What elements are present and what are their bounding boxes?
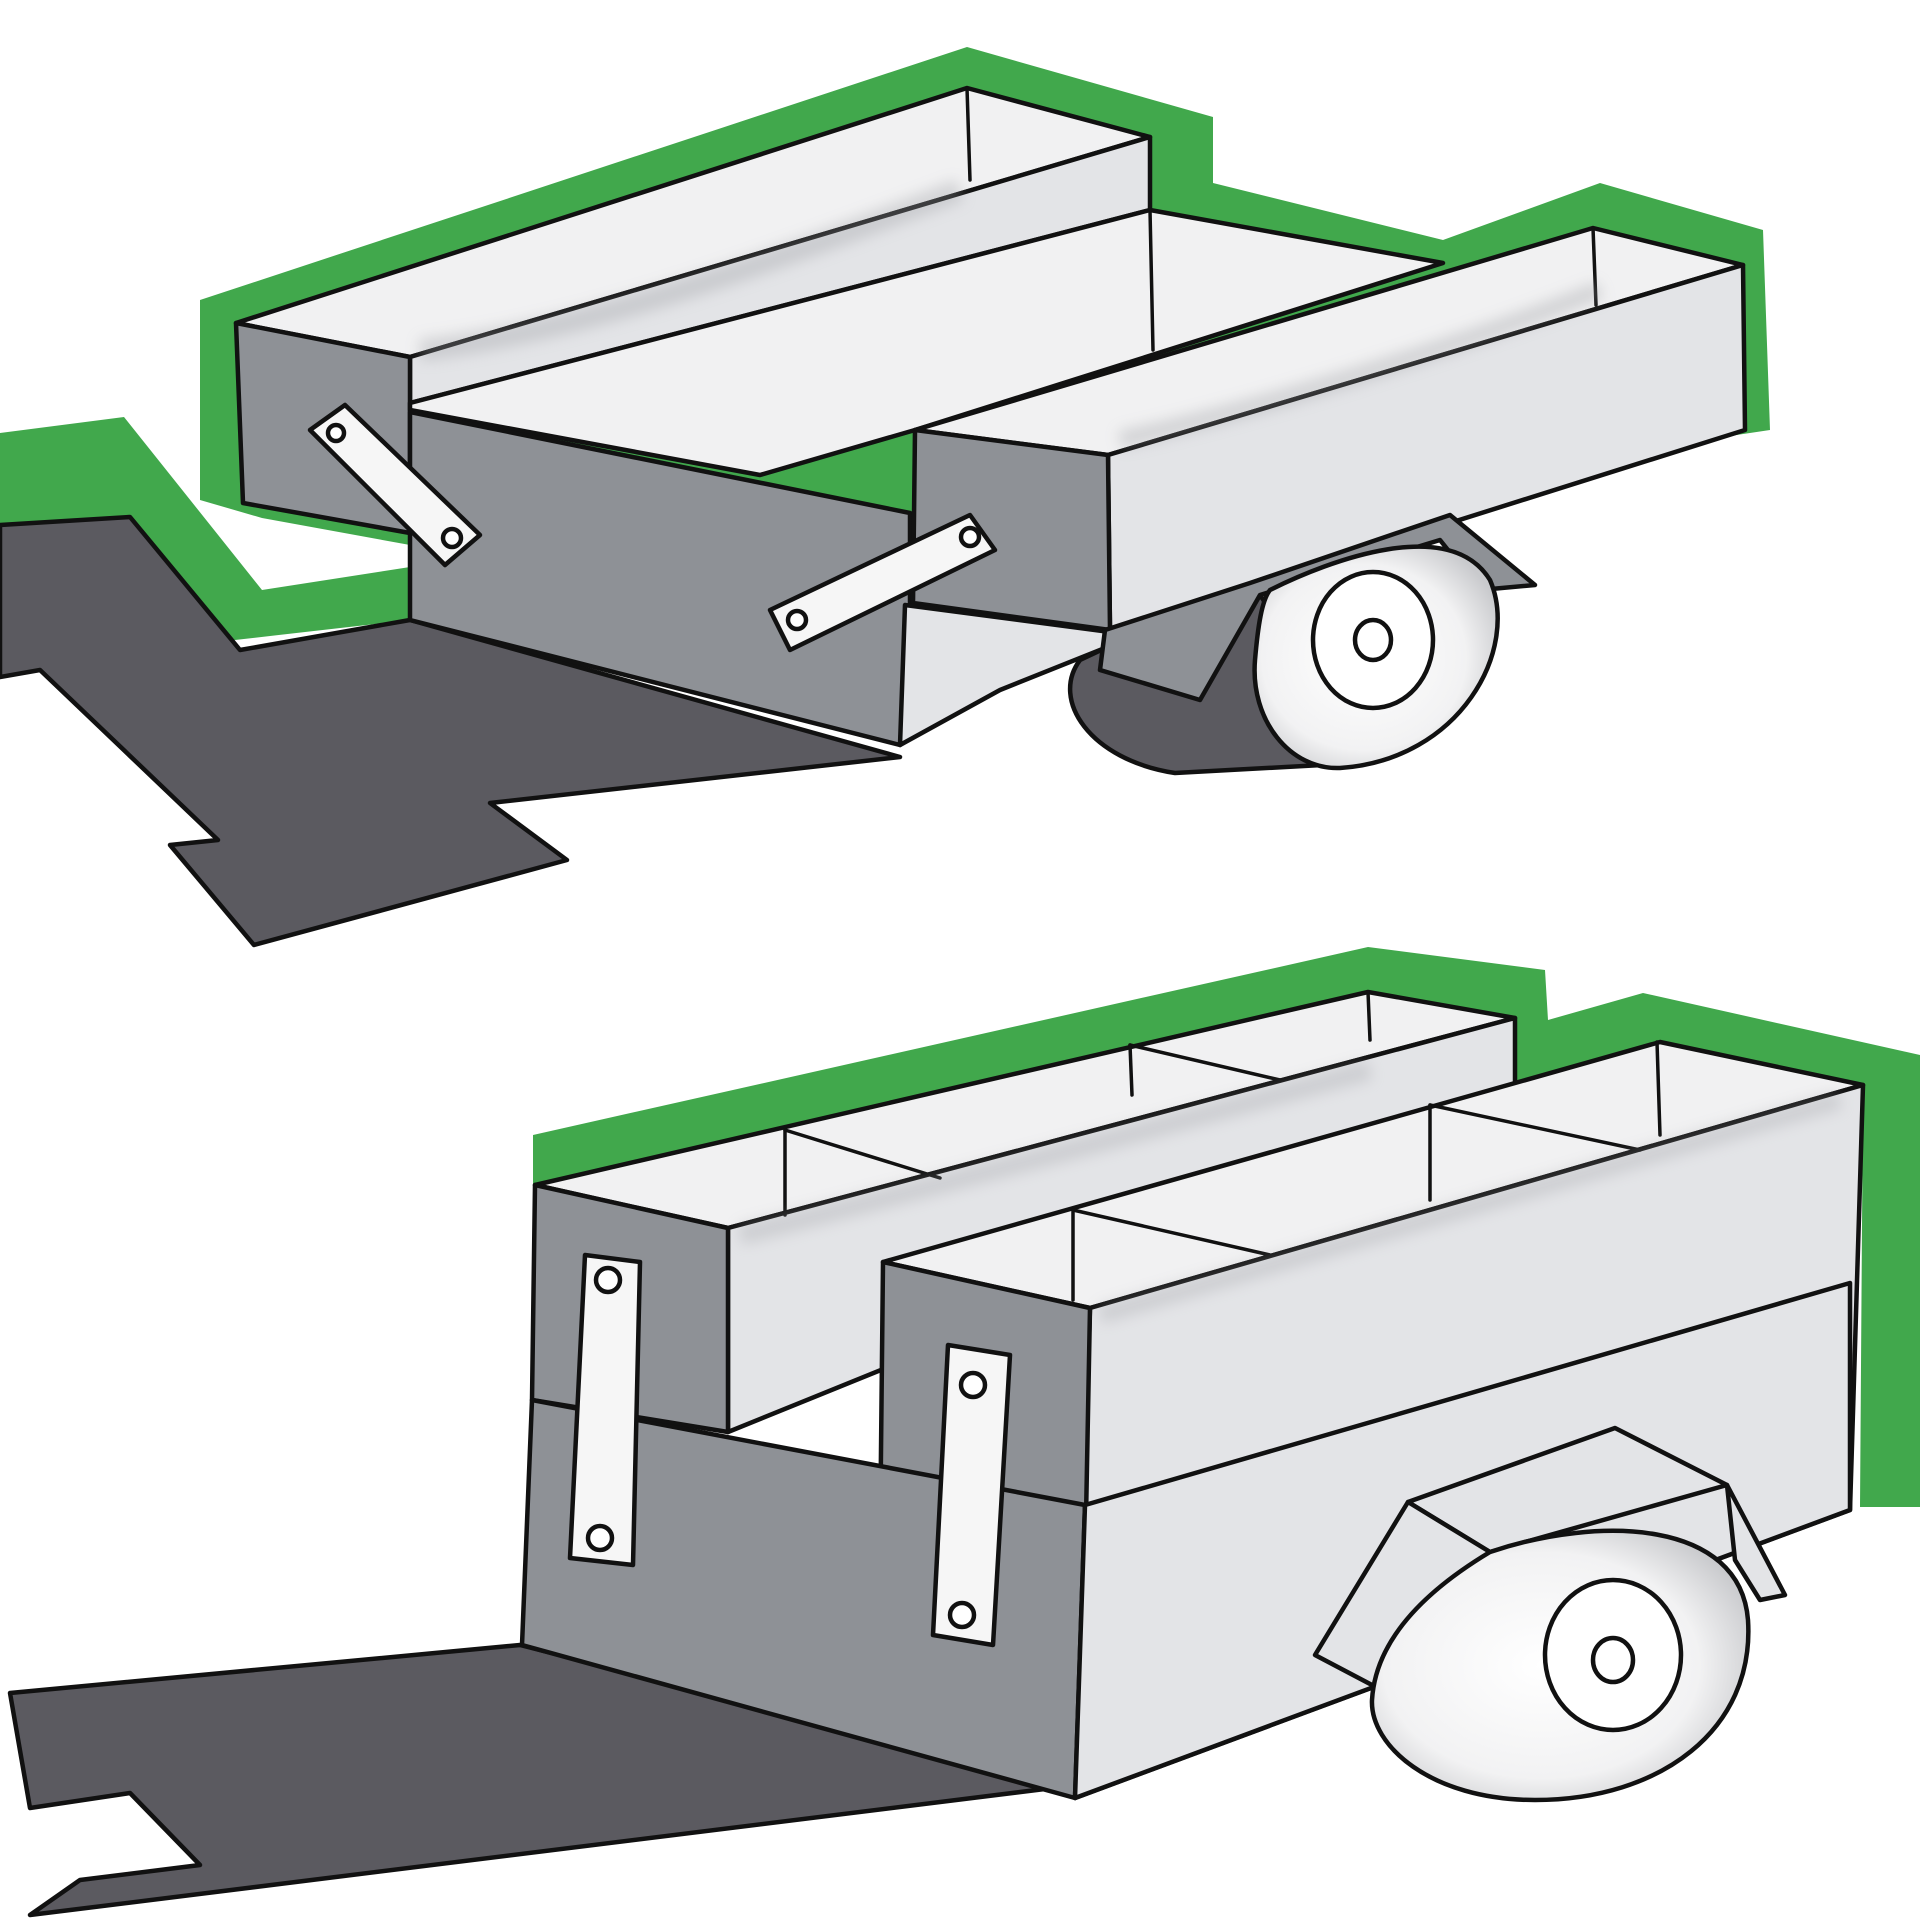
trailer-top	[0, 47, 1770, 948]
inner-shade-top	[418, 179, 964, 361]
strap-right	[930, 1342, 1013, 1648]
inner-shade-right	[1097, 1091, 1843, 1324]
inner-shade-left	[737, 1060, 1373, 1245]
trailer-bottom	[7, 947, 1920, 1918]
inner-shade-right	[1118, 281, 1604, 449]
wheel	[1369, 1528, 1751, 1803]
strap-left	[307, 402, 483, 568]
strap-left	[567, 1252, 643, 1568]
wheel	[1252, 544, 1500, 771]
ground-shadow	[0, 514, 903, 948]
fender	[1312, 1425, 1788, 1708]
strap-right	[767, 512, 998, 653]
